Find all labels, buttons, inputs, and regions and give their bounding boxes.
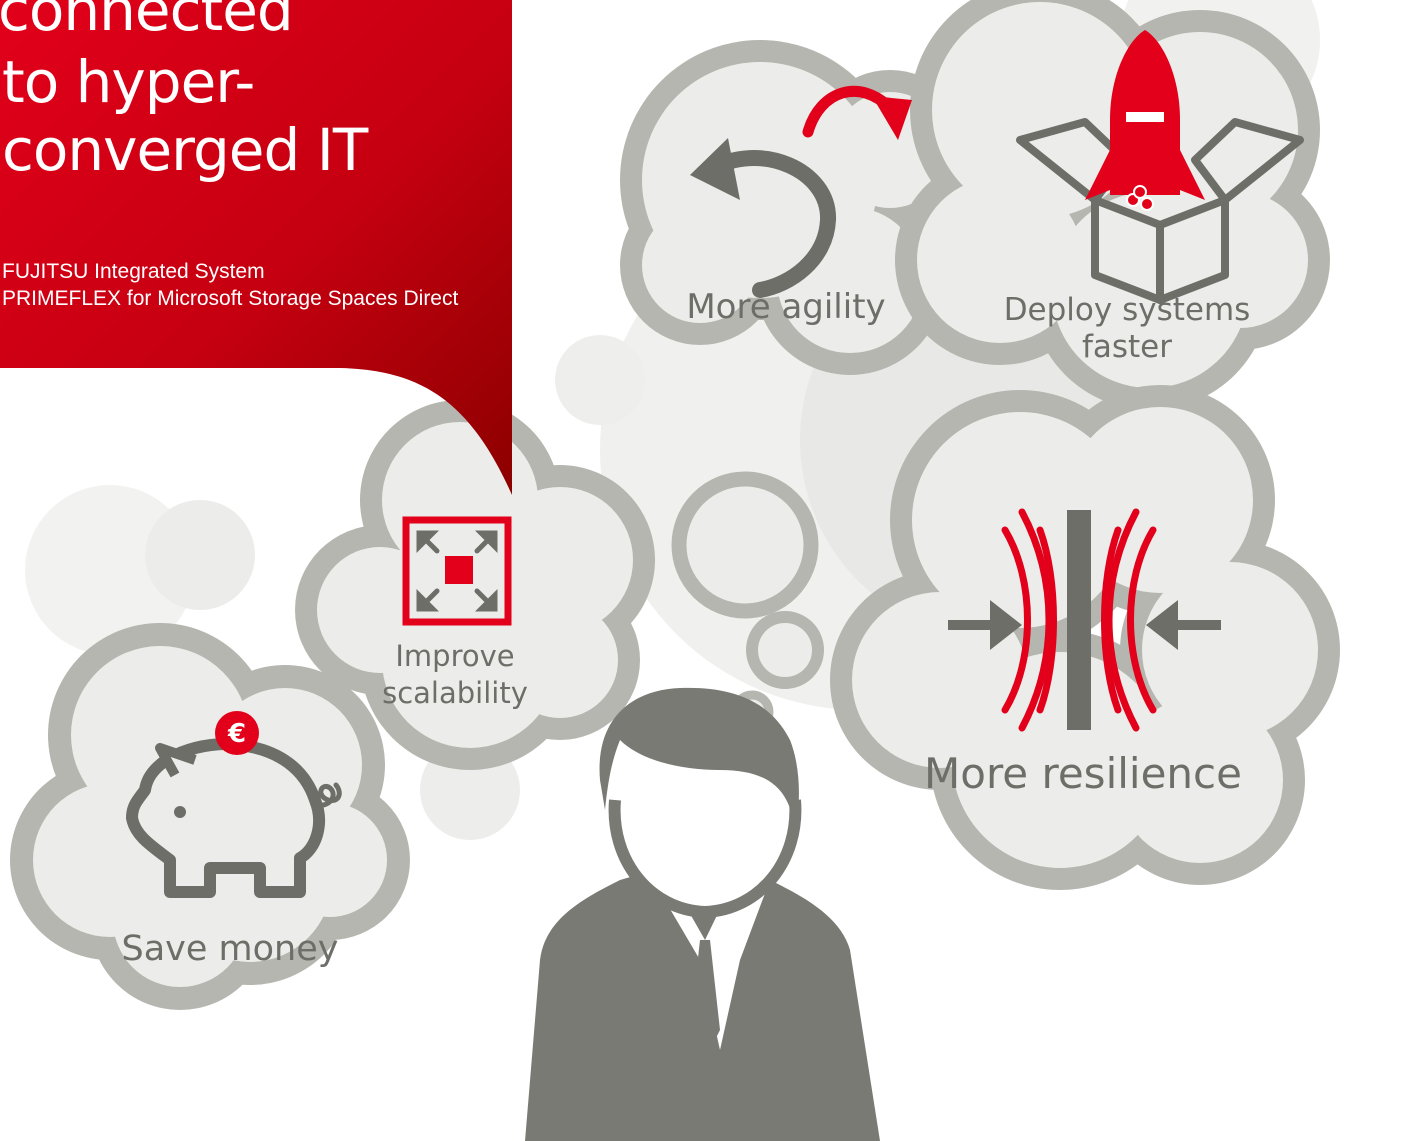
expand-icon <box>402 516 512 626</box>
hero-subtitle-line-2: PRIMEFLEX for Microsoft Storage Spaces D… <box>2 287 458 310</box>
label-scalability-line-1: Improve <box>395 639 514 673</box>
person-icon <box>525 687 880 1141</box>
hero-subtitle-line-1: FUJITSU Integrated System <box>2 260 265 283</box>
compression-icon <box>948 508 1221 732</box>
label-more-resilience: More resilience <box>924 749 1242 798</box>
curved-arrow-icon <box>802 86 912 140</box>
label-deploy-line-1: Deploy systems <box>1004 292 1251 328</box>
hero-title-line-2: converged IT <box>2 116 369 184</box>
piggy-bank-icon <box>126 738 342 898</box>
label-deploy-line-2: faster <box>1082 329 1172 365</box>
svg-text:connected: connected <box>0 0 293 44</box>
euro-coin-icon: € <box>215 711 259 755</box>
label-scalability-line-2: scalability <box>382 676 528 710</box>
rocket-box-icon <box>1016 30 1304 304</box>
euro-badge: € <box>227 719 246 749</box>
hero-panel: connected to hyper- converged IT FUJITSU… <box>0 0 512 495</box>
hero-title-line-1: to hyper- <box>2 48 254 116</box>
label-save-money: Save money <box>122 929 339 969</box>
undo-arrow-icon <box>690 138 836 298</box>
label-more-agility: More agility <box>686 287 885 327</box>
